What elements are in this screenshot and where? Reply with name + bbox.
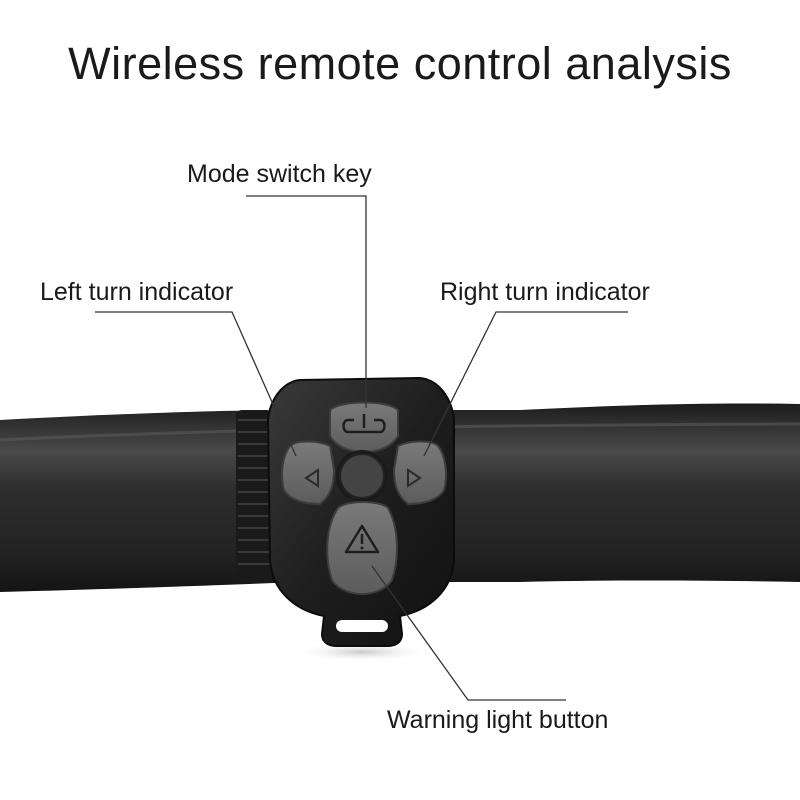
left-arrow-icon xyxy=(304,468,319,488)
right-turn-button[interactable] xyxy=(392,440,447,506)
mode-switch-button[interactable] xyxy=(329,401,399,454)
remote-shadow xyxy=(292,642,432,662)
warning-leader-line xyxy=(371,565,566,701)
right-turn-indicator-label: Right turn indicator xyxy=(440,278,650,306)
page-title: Wireless remote control analysis xyxy=(68,38,732,89)
leader-lines xyxy=(95,195,628,701)
left-turn-button[interactable] xyxy=(281,440,336,506)
warning-triangle-icon xyxy=(344,524,380,554)
right-leader-line xyxy=(423,311,628,457)
mode-switch-key-label: Mode switch key xyxy=(187,160,372,188)
power-icon xyxy=(342,414,386,434)
center-button[interactable] xyxy=(336,450,388,502)
mode-leader-line xyxy=(246,195,367,408)
right-arrow-icon xyxy=(407,468,422,488)
rubber-strap xyxy=(236,410,272,582)
warning-light-button-label: Warning light button xyxy=(387,706,609,734)
left-leader-line xyxy=(95,311,297,457)
warning-light-button[interactable] xyxy=(326,501,398,596)
left-turn-indicator-label: Left turn indicator xyxy=(40,278,234,306)
